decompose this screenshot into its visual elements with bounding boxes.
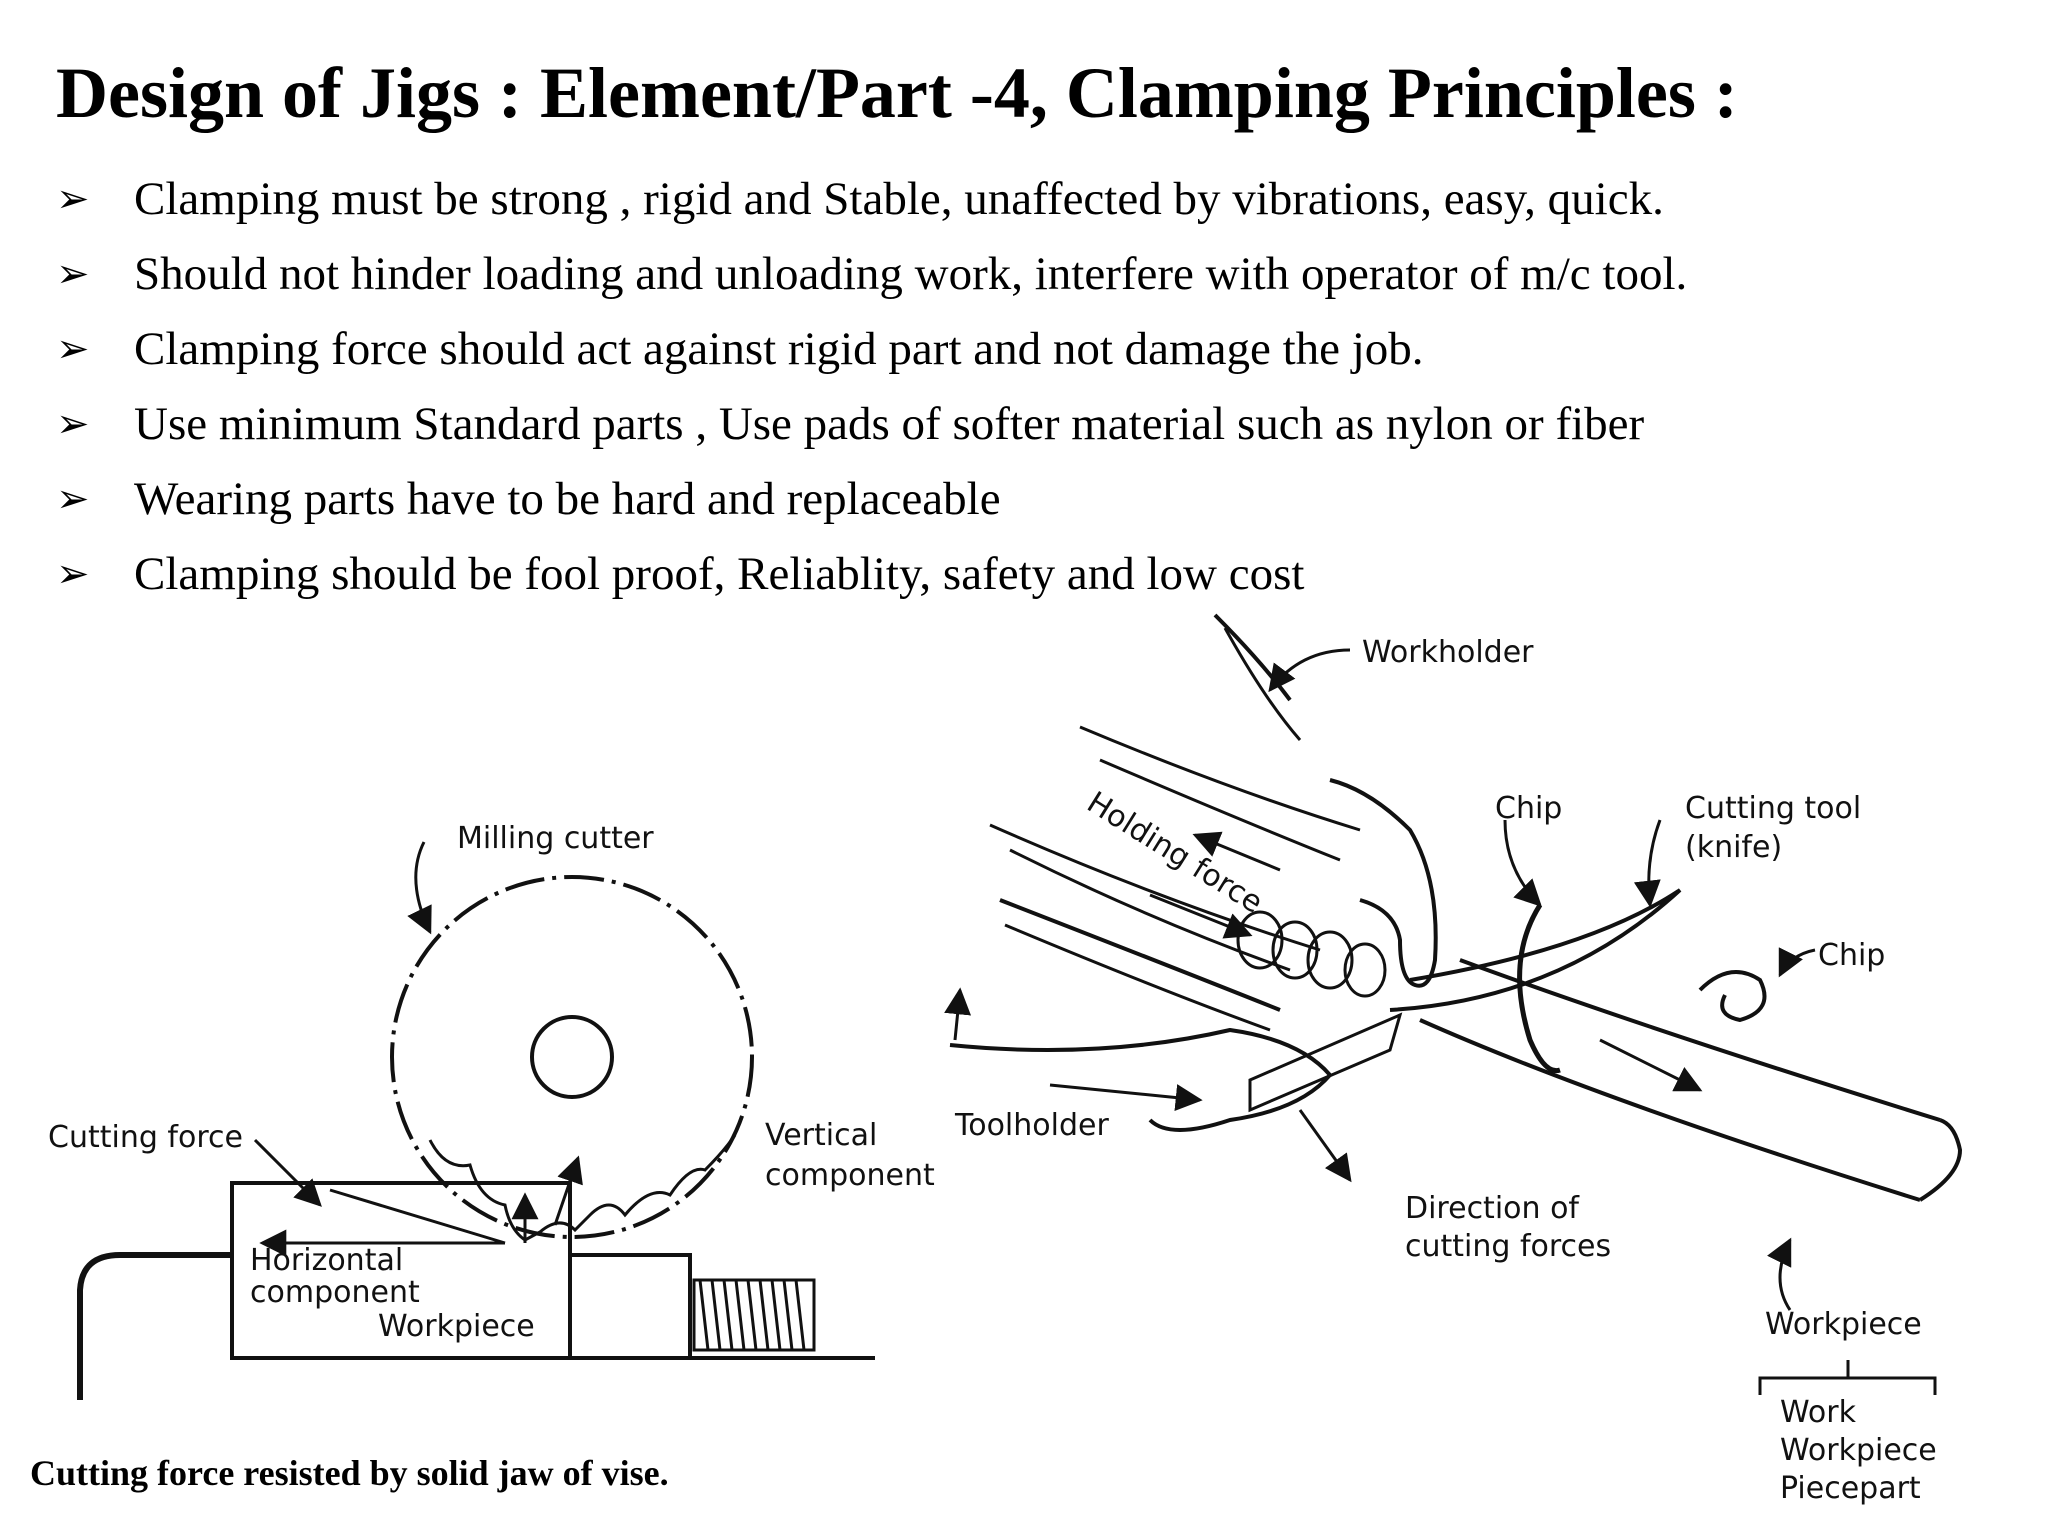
chip-label-1: Chip xyxy=(1495,791,1562,826)
holding-hand xyxy=(1329,778,1438,988)
cutting-tool-label-line2: (knife) xyxy=(1685,830,1782,865)
arrow-bullet-icon: ➢ xyxy=(56,251,90,297)
horizontal-label-line1: Horizontal xyxy=(250,1243,403,1278)
arrow-bullet-icon: ➢ xyxy=(56,476,90,522)
synonym-work: Work xyxy=(1780,1395,1857,1430)
bullet-text: Use minimum Standard parts , Use pads of… xyxy=(134,398,1645,450)
milling-cutter-label: Milling cutter xyxy=(457,821,654,856)
synonym-piecepart: Piecepart xyxy=(1780,1471,1921,1506)
workpiece-stick xyxy=(1419,958,1941,1202)
bullet-text: Clamping must be strong , rigid and Stab… xyxy=(134,173,1664,225)
loose-chip xyxy=(1698,970,1767,1023)
chip-label-2: Chip xyxy=(1818,938,1885,973)
direction-label-line1: Direction of xyxy=(1405,1191,1580,1226)
workholder-label: Workholder xyxy=(1362,635,1534,670)
arrow-bullet-icon: ➢ xyxy=(56,551,90,597)
horizontal-label-line2: component xyxy=(250,1275,420,1310)
vise-solid-jaw xyxy=(77,1252,232,1400)
chip-curl xyxy=(1517,903,1561,1074)
slide-title: Design of Jigs : Element/Part -4, Clampi… xyxy=(56,53,1738,133)
arrow-bullet-icon: ➢ xyxy=(56,326,90,372)
vertical-label-line2: component xyxy=(765,1158,935,1193)
bullet-text: Clamping force should act against rigid … xyxy=(134,323,1424,375)
vise-movable-jaw xyxy=(568,1253,692,1360)
cutting-force-label: Cutting force xyxy=(48,1120,243,1155)
synonym-workpiece: Workpiece xyxy=(1780,1433,1937,1468)
toolholder-hand xyxy=(949,1027,1333,1132)
vertical-label-line1: Vertical xyxy=(765,1118,877,1153)
direction-label-line2: cutting forces xyxy=(1405,1229,1611,1264)
bullet-text: Should not hinder loading and unloading … xyxy=(134,248,1688,300)
vise-screw xyxy=(692,1278,816,1352)
workpiece-label-vise: Workpiece xyxy=(378,1309,535,1344)
knife-handle xyxy=(1248,1012,1403,1113)
arrow-bullet-icon: ➢ xyxy=(56,176,90,222)
vise-caption: Cutting force resisted by solid jaw of v… xyxy=(30,1453,669,1493)
cutting-tool-label-line1: Cutting tool xyxy=(1685,791,1861,826)
bullet-text: Wearing parts have to be hard and replac… xyxy=(134,473,1001,525)
arrow-bullet-icon: ➢ xyxy=(56,401,90,447)
toolholder-label: Toolholder xyxy=(954,1108,1109,1143)
milling-cutter-outer xyxy=(390,875,754,1239)
cutting-force-arrow xyxy=(253,1138,322,1207)
bullet-text: Clamping should be fool proof, Reliablit… xyxy=(134,548,1305,600)
synonym-bracket xyxy=(1758,1360,1937,1395)
milling-cutter-arbor xyxy=(530,1015,614,1099)
workpiece-label-knife: Workpiece xyxy=(1765,1307,1922,1342)
